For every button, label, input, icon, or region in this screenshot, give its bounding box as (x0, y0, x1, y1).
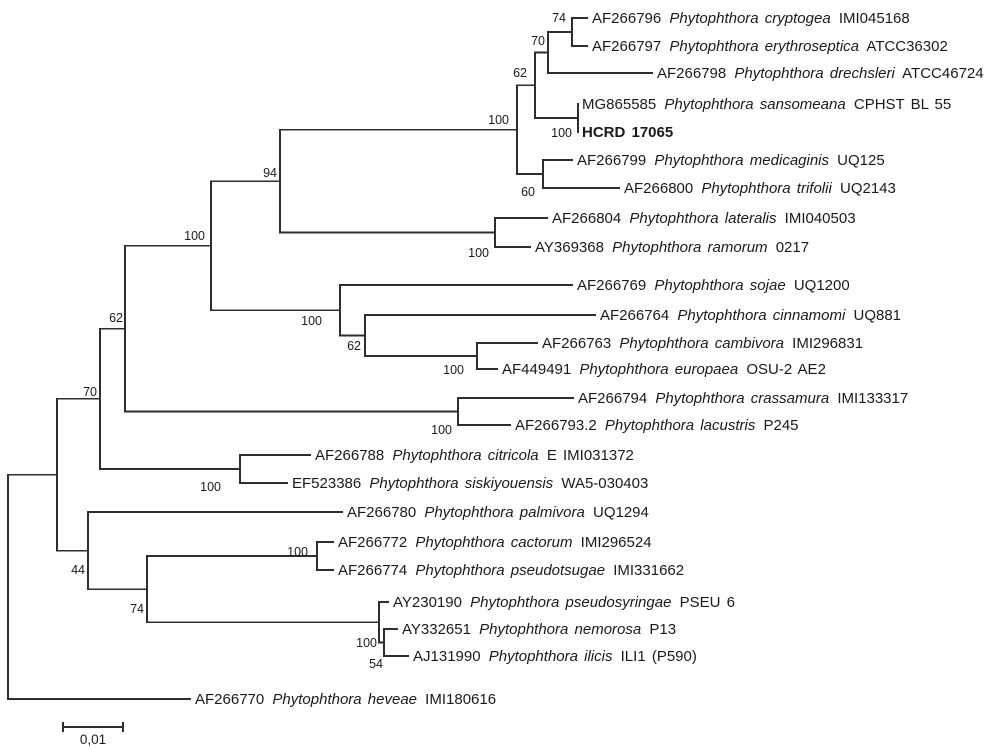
bootstrap-value: 100 (184, 229, 205, 243)
bootstrap-value: 100 (551, 126, 572, 140)
taxon-label-af266798: AF266798 Phytophthora drechsleri ATCC467… (657, 65, 984, 82)
bootstrap-value: 94 (263, 166, 277, 180)
bootstrap-value: 70 (83, 385, 97, 399)
taxon-label-af266800: AF266800 Phytophthora trifolii UQ2143 (624, 180, 896, 197)
bootstrap-value: 62 (513, 66, 527, 80)
taxon-label-af266788: AF266788 Phytophthora citricola E IMI031… (315, 447, 634, 464)
bootstrap-value: 100 (287, 545, 308, 559)
bootstrap-value: 100 (200, 480, 221, 494)
bootstrap-value: 62 (347, 339, 361, 353)
taxon-label-af266794: AF266794 Phytophthora crassamura IMI1333… (578, 390, 908, 407)
bootstrap-value: 100 (488, 113, 509, 127)
taxon-label-af266799: AF266799 Phytophthora medicaginis UQ125 (577, 152, 885, 169)
taxon-label-aj131990: AJ131990 Phytophthora ilicis ILI1 (P590) (413, 648, 697, 665)
scale-bar-label: 0,01 (80, 732, 106, 747)
taxon-label-af266797: AF266797 Phytophthora erythroseptica ATC… (592, 38, 948, 55)
bootstrap-value: 60 (521, 185, 535, 199)
bootstrap-value: 100 (431, 423, 452, 437)
taxon-label-af266780: AF266780 Phytophthora palmivora UQ1294 (347, 504, 649, 521)
bootstrap-value: 100 (468, 246, 489, 260)
bootstrap-value: 74 (130, 602, 144, 616)
taxon-label-ay332651: AY332651 Phytophthora nemorosa P13 (402, 621, 676, 638)
taxon-label-hcrd-17065: HCRD 17065 (582, 124, 673, 141)
bootstrap-value: 100 (301, 314, 322, 328)
taxon-label-ay230190: AY230190 Phytophthora pseudosyringae PSE… (393, 594, 735, 611)
bootstrap-value: 54 (369, 657, 383, 671)
taxon-label-af266804: AF266804 Phytophthora lateralis IMI04050… (552, 210, 856, 227)
taxon-label-af266772: AF266772 Phytophthora cactorum IMI296524 (338, 534, 652, 551)
bootstrap-value: 62 (109, 311, 123, 325)
taxon-label-af266793-2: AF266793.2 Phytophthora lacustris P245 (515, 417, 799, 434)
bootstrap-value: 100 (356, 636, 377, 650)
taxon-label-af266796: AF266796 Phytophthora cryptogea IMI04516… (592, 10, 910, 27)
taxon-label-af266770: AF266770 Phytophthora heveae IMI180616 (195, 691, 496, 708)
taxon-label-af449491: AF449491 Phytophthora europaea OSU-2 AE2 (502, 361, 826, 378)
bootstrap-value: 44 (71, 563, 85, 577)
bootstrap-value: 70 (531, 34, 545, 48)
taxon-label-af266769: AF266769 Phytophthora sojae UQ1200 (577, 277, 850, 294)
taxon-label-mg865585: MG865585 Phytophthora sansomeana CPHST B… (582, 96, 951, 113)
taxon-label-af266774: AF266774 Phytophthora pseudotsugae IMI33… (338, 562, 684, 579)
taxon-label-ef523386: EF523386 Phytophthora siskiyouensis WA5-… (292, 475, 648, 492)
bootstrap-value: 100 (443, 363, 464, 377)
taxon-label-af266763: AF266763 Phytophthora cambivora IMI29683… (542, 335, 863, 352)
bootstrap-value: 74 (552, 11, 566, 25)
taxon-label-af266764: AF266764 Phytophthora cinnamomi UQ881 (600, 307, 901, 324)
taxon-label-ay369368: AY369368 Phytophthora ramorum 0217 (535, 239, 809, 256)
